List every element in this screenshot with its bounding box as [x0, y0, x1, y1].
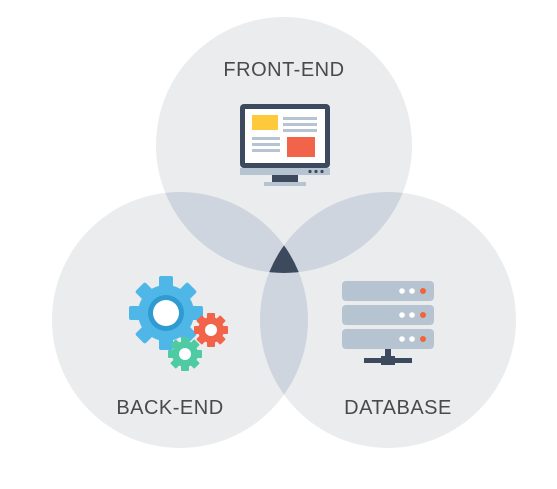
gear-red-icon: [194, 313, 228, 347]
server-rack-icon: [342, 281, 434, 365]
gears-icon: [129, 276, 228, 371]
gear-green-icon: [168, 337, 202, 371]
label-database: DATABASE: [344, 397, 452, 419]
label-front-end: FRONT-END: [223, 59, 344, 81]
label-back-end: BACK-END: [116, 397, 223, 419]
monitor-icon: [240, 104, 330, 186]
overlap-front-db: [260, 192, 412, 273]
overlap-front-back: [156, 192, 308, 273]
gear-blue-icon: [129, 276, 203, 350]
